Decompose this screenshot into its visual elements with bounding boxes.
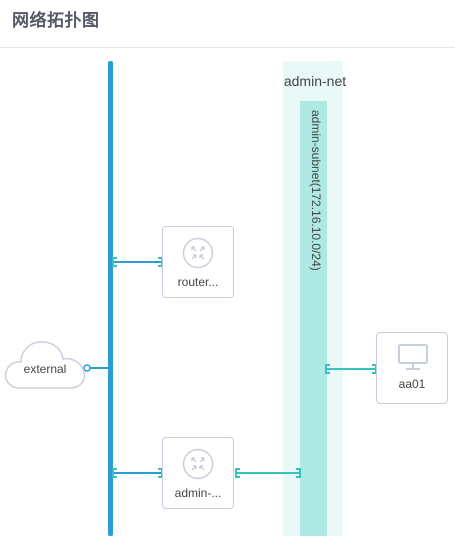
cloud-icon <box>4 341 86 389</box>
monitor-icon <box>398 344 428 370</box>
instance-label: aa01 <box>398 377 426 391</box>
router-icon <box>182 237 214 269</box>
cloud-link <box>83 364 110 372</box>
page-header: 网络拓扑图 <box>0 0 455 48</box>
external-network-cloud[interactable]: external <box>2 328 90 392</box>
topology-canvas[interactable]: admin-net admin-subnet(172.16.10.0/24) <box>0 48 455 536</box>
external-network-line[interactable] <box>108 61 113 536</box>
subnet-bar[interactable] <box>300 101 327 536</box>
page-title: 网络拓扑图 <box>12 11 100 31</box>
instance-node-aa01[interactable]: aa01 <box>376 332 448 404</box>
router-label-2: admin-... <box>174 486 222 500</box>
instance-link[interactable] <box>325 364 377 374</box>
router-icon <box>182 448 214 480</box>
router-node-2[interactable]: admin-... <box>162 437 234 509</box>
router-link-2-subnet[interactable] <box>235 468 301 478</box>
router-label-1: router... <box>177 275 219 289</box>
router-node-1[interactable]: router... <box>162 226 234 298</box>
external-label: external <box>23 362 67 376</box>
network-label: admin-net <box>283 73 347 89</box>
router-link-1[interactable] <box>112 257 163 267</box>
router-link-2-external[interactable] <box>112 468 163 478</box>
